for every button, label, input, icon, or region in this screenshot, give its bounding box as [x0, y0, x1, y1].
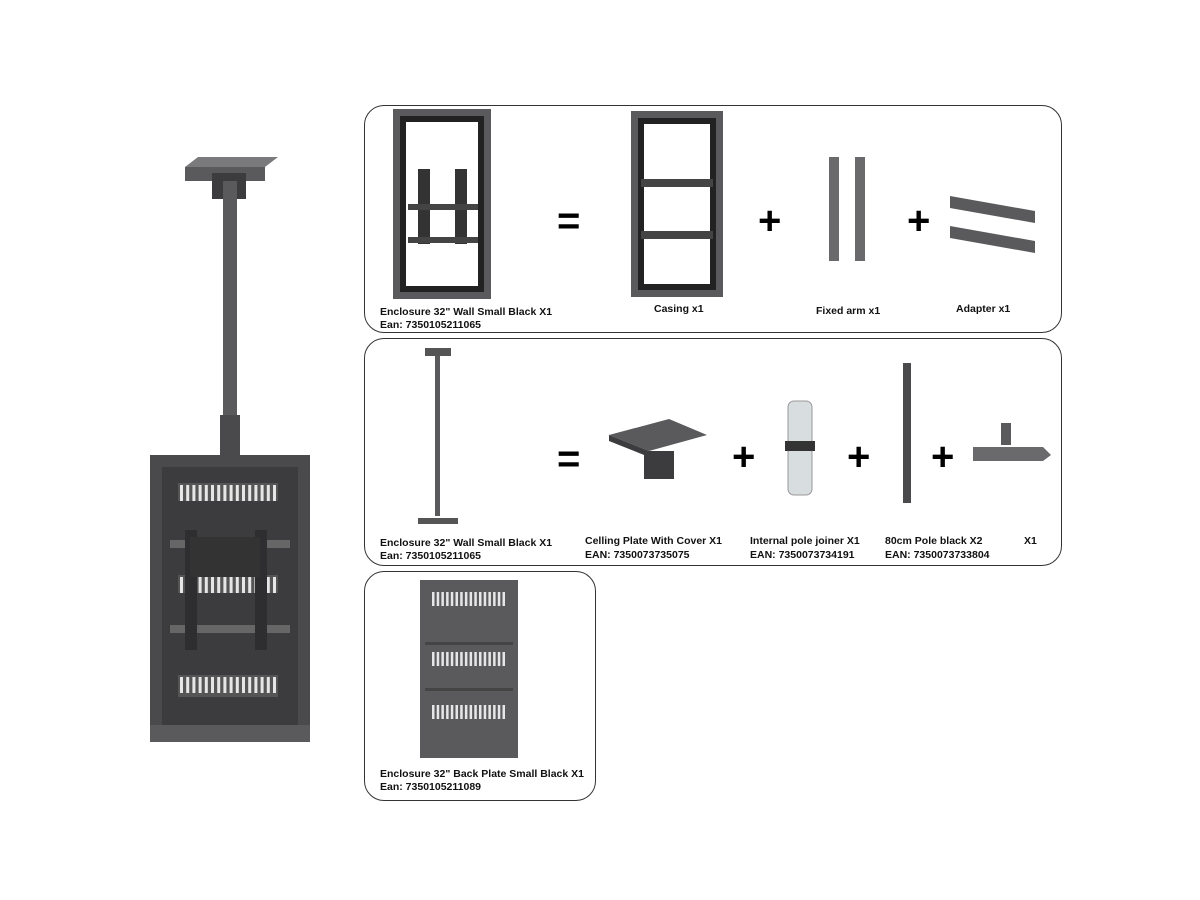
equals-sign: = — [557, 437, 581, 481]
ceiling-plate-image — [609, 419, 707, 479]
fixed-arm-image — [829, 157, 865, 261]
assembled-ceiling-enclosure-image — [150, 157, 310, 742]
part-label: Fixed arm x1 — [816, 305, 881, 317]
kit-name: Enclosure 32" Back Plate Small Black X1 — [380, 768, 585, 780]
pole-joiner-image — [785, 400, 815, 496]
equals-sign: = — [557, 199, 581, 243]
plus-sign: + — [931, 435, 955, 479]
plus-sign: + — [907, 199, 931, 243]
wall-enclosure-image — [393, 109, 491, 299]
pole-bracket-image — [973, 423, 1051, 461]
pole-image — [903, 363, 911, 503]
casing-image — [631, 111, 723, 297]
adapter-image — [950, 196, 1035, 253]
kit-ean: Ean: 7350105211089 — [380, 781, 482, 793]
part-label: Casing x1 — [654, 303, 704, 315]
part-ean: EAN: 7350073733804 — [885, 549, 990, 561]
back-plate-image — [420, 580, 518, 758]
kit-ean: Ean: 7350105211065 — [380, 319, 482, 331]
part-ean: EAN: 7350073735075 — [585, 549, 690, 561]
plus-sign: + — [847, 435, 871, 479]
kit-name: Enclosure 32" Wall Small Black X1 — [380, 537, 553, 549]
kit-name: Enclosure 32" Wall Small Black X1 — [380, 306, 553, 318]
back-plate-panel: Enclosure 32" Back Plate Small Black X1 … — [364, 571, 596, 801]
wall-kit-panel: = + + Enclosure 32" Wall Small Black X1 … — [364, 105, 1062, 333]
ceiling-kit-panel: = + + + Enclosure 32" Wall Small Black X… — [364, 338, 1062, 566]
part-label: Internal pole joiner X1 — [750, 535, 860, 547]
plus-sign: + — [758, 199, 782, 243]
ceiling-pole-image — [418, 348, 458, 524]
plus-sign: + — [732, 435, 756, 479]
part-label: Adapter x1 — [956, 303, 1011, 315]
part-label: X1 — [1024, 535, 1037, 547]
part-label: Celling Plate With Cover X1 — [585, 535, 723, 547]
part-label: 80cm Pole black X2 — [885, 535, 983, 547]
kit-ean: Ean: 7350105211065 — [380, 550, 482, 562]
part-ean: EAN: 7350073734191 — [750, 549, 855, 561]
